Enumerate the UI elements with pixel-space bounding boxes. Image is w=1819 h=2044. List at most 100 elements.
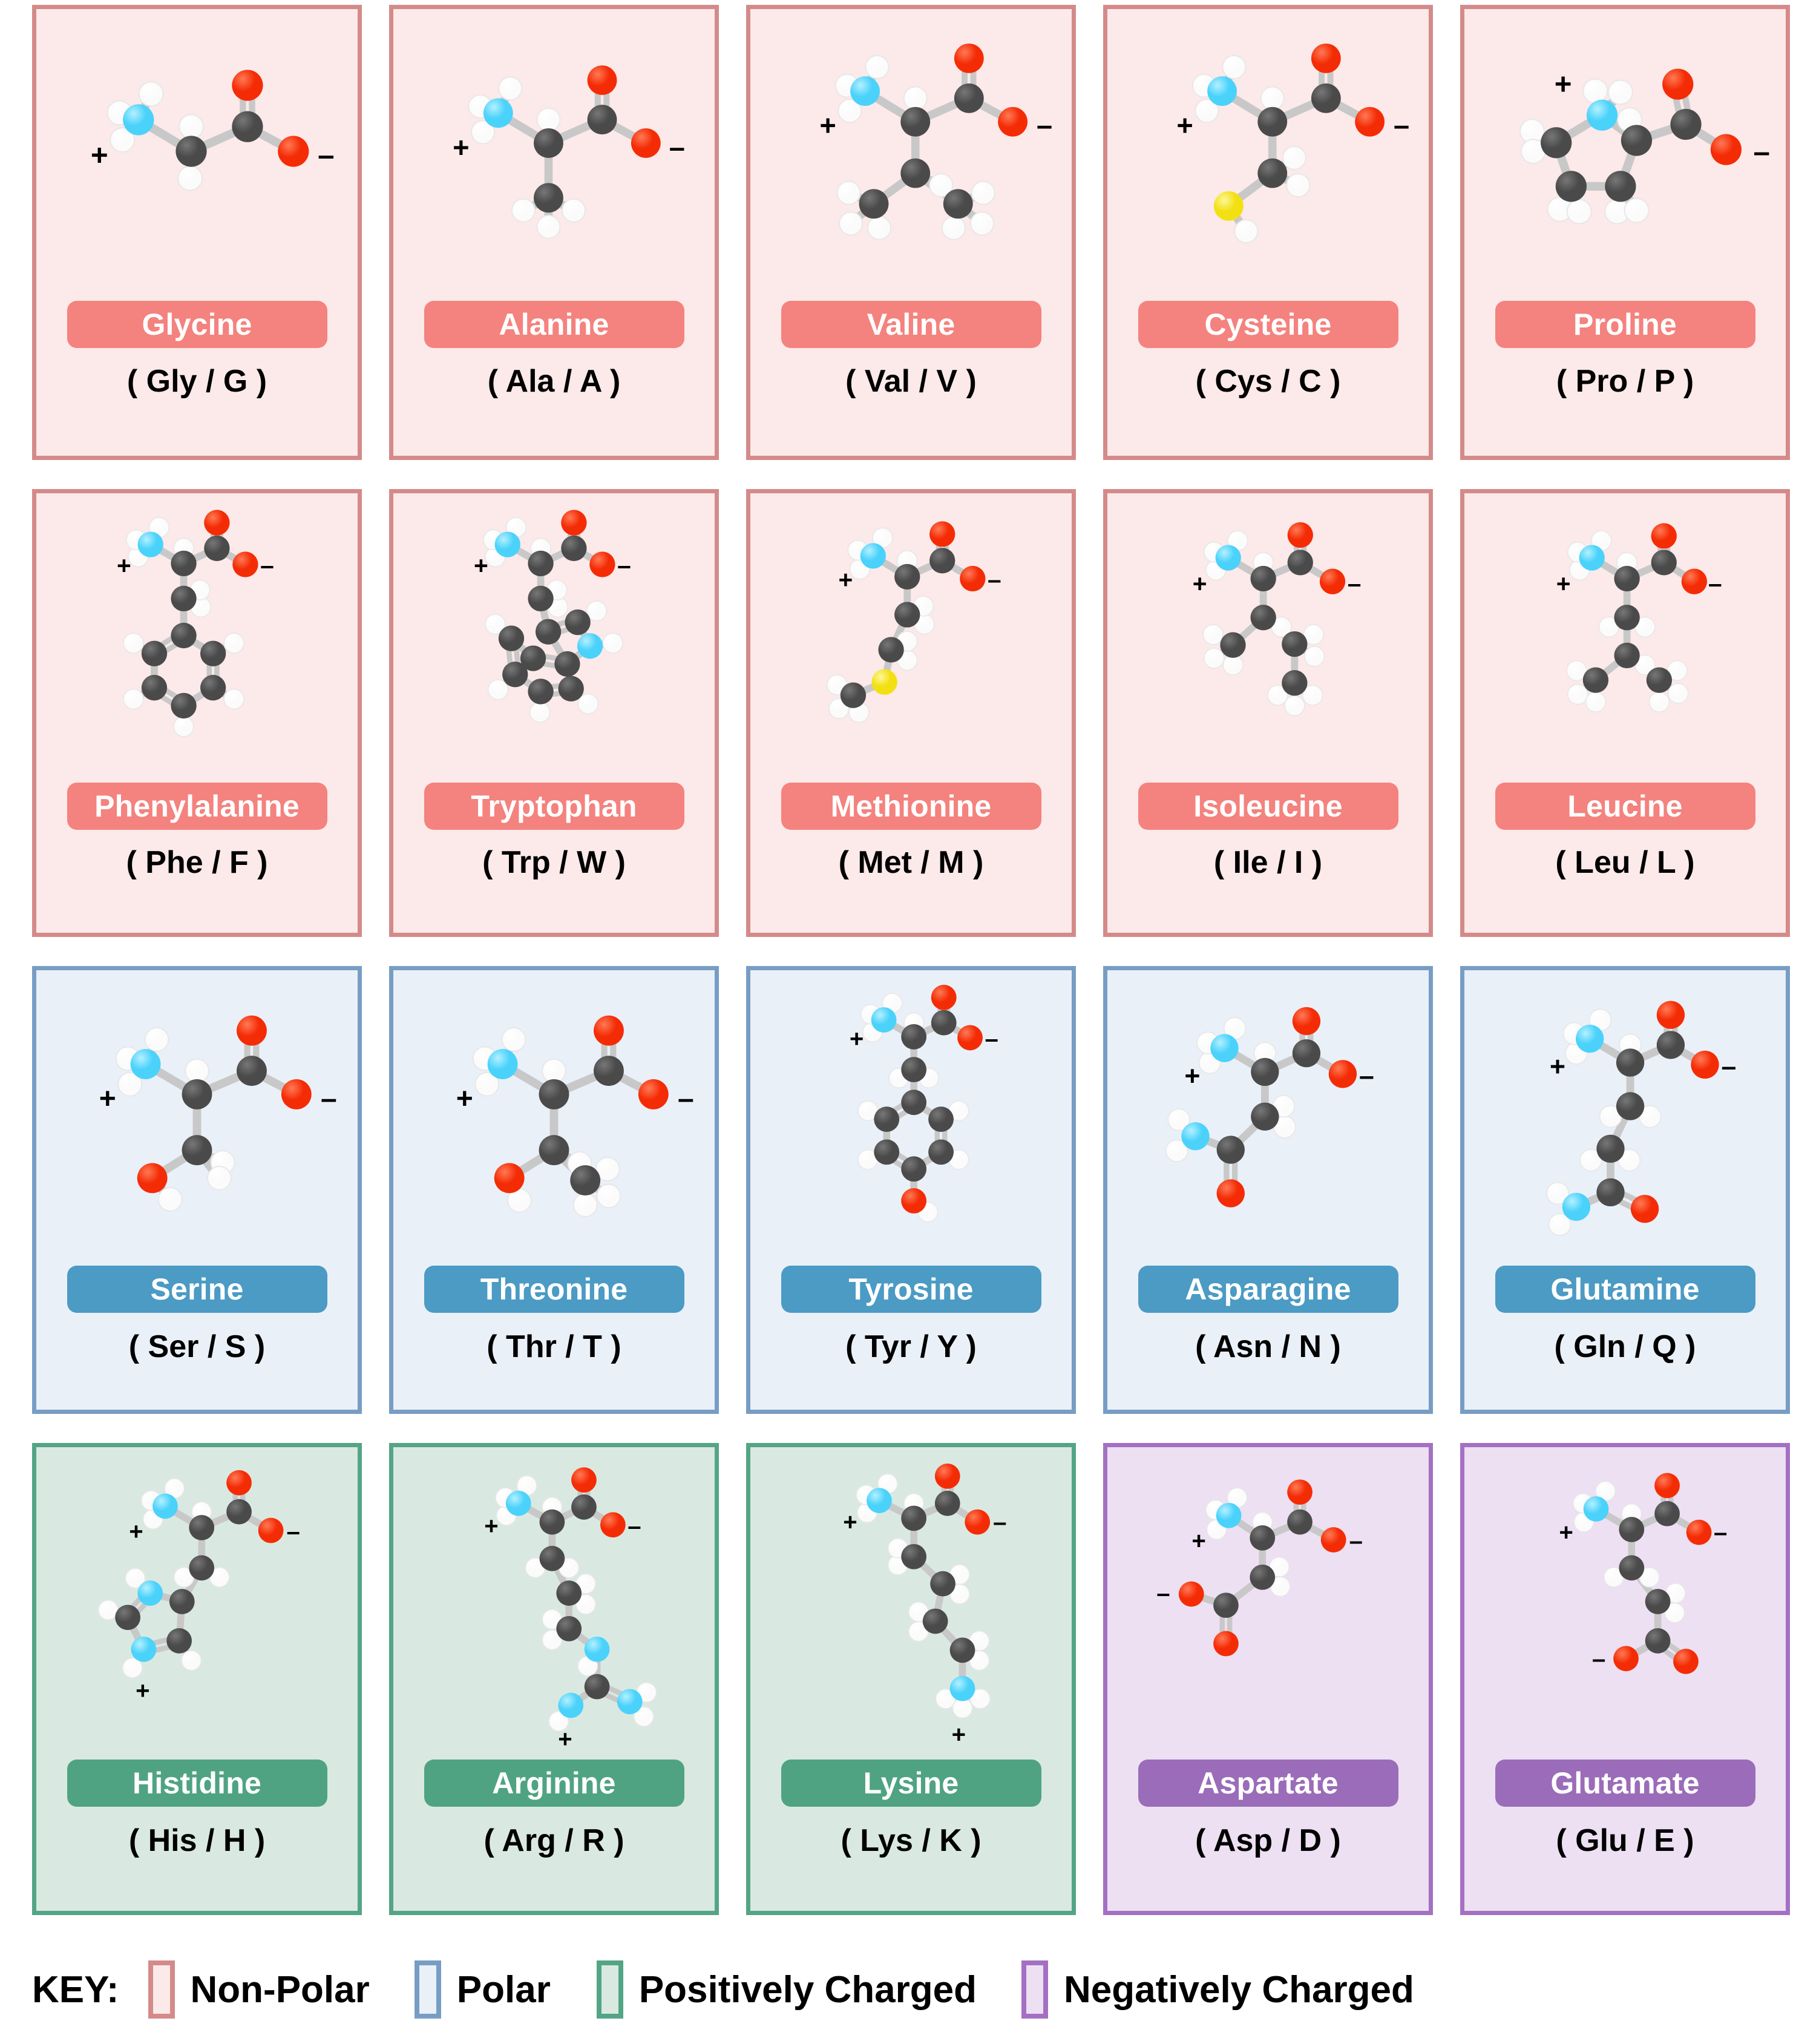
amino-acid-card-glycine[interactable]: +– Glycine ( Gly / G ) bbox=[32, 5, 362, 460]
amino-acid-name-label: Serine bbox=[150, 1272, 244, 1306]
amino-acid-name-label: Threonine bbox=[480, 1272, 628, 1306]
amino-acid-abbreviation: ( Cys / C ) bbox=[1195, 364, 1341, 399]
amino-acid-card-methionine[interactable]: +–Methionine( Met / M ) bbox=[746, 489, 1076, 937]
amino-acid-card-proline[interactable]: +–Proline( Pro / P ) bbox=[1460, 5, 1790, 460]
amino-acid-name-badge: Lysine bbox=[781, 1760, 1041, 1807]
key-swatch-non-polar bbox=[148, 1960, 175, 2019]
svg-text:+: + bbox=[129, 1518, 143, 1545]
key-item-negatively-charged: Negatively Charged bbox=[1021, 1960, 1414, 2019]
amino-acid-card-alanine[interactable]: +–Alanine( Ala / A ) bbox=[389, 5, 719, 460]
amino-acid-name-label: Glycine bbox=[142, 307, 252, 341]
amino-acid-name-label: Tryptophan bbox=[471, 789, 637, 823]
amino-acid-name-badge: Tryptophan bbox=[424, 783, 684, 830]
svg-text:+: + bbox=[1555, 68, 1572, 101]
amino-acid-card-leucine[interactable]: +–Leucine( Leu / L ) bbox=[1460, 489, 1790, 937]
key-label-negatively-charged: Negatively Charged bbox=[1064, 1968, 1414, 2011]
amino-acid-name-label: Phenylalanine bbox=[94, 789, 300, 823]
svg-text:–: – bbox=[1037, 109, 1052, 141]
amino-acid-abbreviation: ( Ser / S ) bbox=[128, 1329, 266, 1364]
amino-acid-name-label: Glutamine bbox=[1550, 1272, 1700, 1306]
key-item-positively-charged: Positively Charged bbox=[596, 1960, 977, 2019]
amino-acid-abbreviation: ( Val / V ) bbox=[845, 364, 977, 399]
amino-acid-abbreviation: ( Met / M ) bbox=[838, 845, 984, 880]
amino-acid-card-phenylalanine[interactable]: +–Phenylalanine( Phe / F ) bbox=[32, 489, 362, 937]
amino-acid-card-tryptophan[interactable]: +– Tryptophan ( Trp / W ) bbox=[389, 489, 719, 937]
svg-text:–: – bbox=[1156, 1580, 1170, 1607]
amino-acid-name-label: Glutamate bbox=[1550, 1766, 1700, 1800]
amino-acid-abbreviation: ( Pro / P ) bbox=[1556, 364, 1694, 399]
svg-text:–: – bbox=[1722, 1052, 1737, 1082]
svg-text:–: – bbox=[1394, 109, 1409, 141]
amino-acid-name-badge: Histidine bbox=[67, 1760, 327, 1807]
amino-acid-name-badge: Threonine bbox=[424, 1266, 684, 1313]
svg-text:–: – bbox=[1359, 1061, 1374, 1091]
amino-acid-name-badge: Methionine bbox=[781, 783, 1041, 830]
amino-acid-card-histidine[interactable]: +–+ Histidine ( His / H ) bbox=[32, 1443, 362, 1915]
amino-acid-card-glutamate[interactable]: +––Glutamate( Glu / E ) bbox=[1460, 1443, 1790, 1915]
amino-acid-abbreviation: ( Leu / L ) bbox=[1555, 845, 1695, 880]
amino-acid-card-valine[interactable]: +–Valine( Val / V ) bbox=[746, 5, 1076, 460]
molecule-structure-glutamine: +– bbox=[1464, 970, 1786, 1261]
amino-acid-name-badge: Tyrosine bbox=[781, 1266, 1041, 1313]
molecule-structure-histidine: +–+ bbox=[36, 1447, 358, 1756]
amino-acid-abbreviation: ( Ala / A ) bbox=[487, 364, 621, 399]
svg-text:+: + bbox=[456, 1083, 473, 1115]
amino-acid-card-threonine[interactable]: +–Threonine( Thr / T ) bbox=[389, 966, 719, 1414]
svg-text:+: + bbox=[558, 1726, 572, 1753]
amino-acid-abbreviation: ( Asp / D ) bbox=[1195, 1823, 1341, 1858]
amino-acid-abbreviation: ( Gln / Q ) bbox=[1554, 1329, 1696, 1364]
svg-text:+: + bbox=[1556, 570, 1571, 597]
amino-acid-card-asparagine[interactable]: +–Asparagine( Asn / N ) bbox=[1103, 966, 1433, 1414]
molecule-structure-glycine: +– bbox=[36, 9, 358, 294]
molecule-structure-arginine: +–+ bbox=[393, 1447, 715, 1756]
amino-acid-grid: +–Glycine( Gly / G )+–Alanine( Ala / A )… bbox=[32, 5, 1790, 1915]
molecule-structure-threonine: +– bbox=[393, 970, 715, 1261]
amino-acid-name-label: Alanine bbox=[499, 307, 609, 341]
svg-text:–: – bbox=[318, 139, 334, 172]
svg-text:+: + bbox=[1193, 570, 1207, 597]
key-label-polar: Polar bbox=[456, 1968, 551, 2011]
amino-acid-name-badge: Glutamine bbox=[1495, 1266, 1755, 1313]
key-swatch-polar bbox=[414, 1960, 441, 2019]
amino-acid-name-label: Tyrosine bbox=[848, 1272, 974, 1306]
amino-acid-name-label: Histidine bbox=[133, 1766, 261, 1800]
amino-acid-name-label: Proline bbox=[1573, 307, 1677, 341]
amino-acid-name-badge: Isoleucine bbox=[1138, 783, 1398, 830]
amino-acid-abbreviation: ( Arg / R ) bbox=[483, 1823, 624, 1858]
amino-acid-card-tyrosine[interactable]: +–Tyrosine( Tyr / Y ) bbox=[746, 966, 1076, 1414]
amino-acid-name-label: Cysteine bbox=[1204, 307, 1332, 341]
amino-acid-name-badge: Serine bbox=[67, 1266, 327, 1313]
svg-text:–: – bbox=[321, 1083, 337, 1115]
amino-acid-name-label: Lysine bbox=[863, 1766, 959, 1800]
amino-acid-abbreviation: ( Trp / W ) bbox=[482, 845, 626, 880]
svg-text:–: – bbox=[1349, 1527, 1363, 1554]
svg-text:+: + bbox=[850, 1025, 864, 1053]
molecule-structure-tryptophan: +– bbox=[393, 493, 715, 778]
amino-acid-card-aspartate[interactable]: +––Aspartate( Asp / D ) bbox=[1103, 1443, 1433, 1915]
amino-acid-name-badge: Valine bbox=[781, 301, 1041, 348]
amino-acid-abbreviation: ( Gly / G ) bbox=[126, 364, 267, 399]
amino-acid-card-cysteine[interactable]: +–Cysteine( Cys / C ) bbox=[1103, 5, 1433, 460]
amino-acid-name-label: Arginine bbox=[492, 1766, 616, 1800]
amino-acid-card-lysine[interactable]: +–+Lysine( Lys / K ) bbox=[746, 1443, 1076, 1915]
amino-acid-card-arginine[interactable]: +–+ Arginine ( Arg / R ) bbox=[389, 1443, 719, 1915]
svg-text:–: – bbox=[988, 566, 1001, 594]
svg-text:+: + bbox=[952, 1721, 966, 1748]
amino-acid-card-isoleucine[interactable]: +–Isoleucine( Ile / I ) bbox=[1103, 489, 1433, 937]
amino-acid-name-badge: Asparagine bbox=[1138, 1266, 1398, 1313]
amino-acid-abbreviation: ( His / H ) bbox=[128, 1823, 266, 1858]
svg-text:–: – bbox=[1592, 1645, 1605, 1672]
amino-acid-name-badge: Aspartate bbox=[1138, 1760, 1398, 1807]
molecule-structure-lysine: +–+ bbox=[750, 1447, 1072, 1756]
svg-text:+: + bbox=[1559, 1519, 1573, 1546]
amino-acid-card-serine[interactable]: +– Serine ( Ser / S ) bbox=[32, 966, 362, 1414]
svg-text:+: + bbox=[136, 1677, 149, 1704]
molecule-structure-serine: +– bbox=[36, 970, 358, 1261]
molecule-structure-phenylalanine: +– bbox=[36, 493, 358, 778]
amino-acid-name-badge: Phenylalanine bbox=[67, 783, 327, 830]
svg-text:+: + bbox=[1191, 1527, 1205, 1554]
molecule-structure-asparagine: +– bbox=[1107, 970, 1429, 1261]
amino-acid-card-glutamine[interactable]: +– Glutamine ( Gln / Q ) bbox=[1460, 966, 1790, 1414]
amino-acid-name-label: Aspartate bbox=[1198, 1766, 1339, 1800]
key-title: KEY: bbox=[32, 1968, 119, 2011]
